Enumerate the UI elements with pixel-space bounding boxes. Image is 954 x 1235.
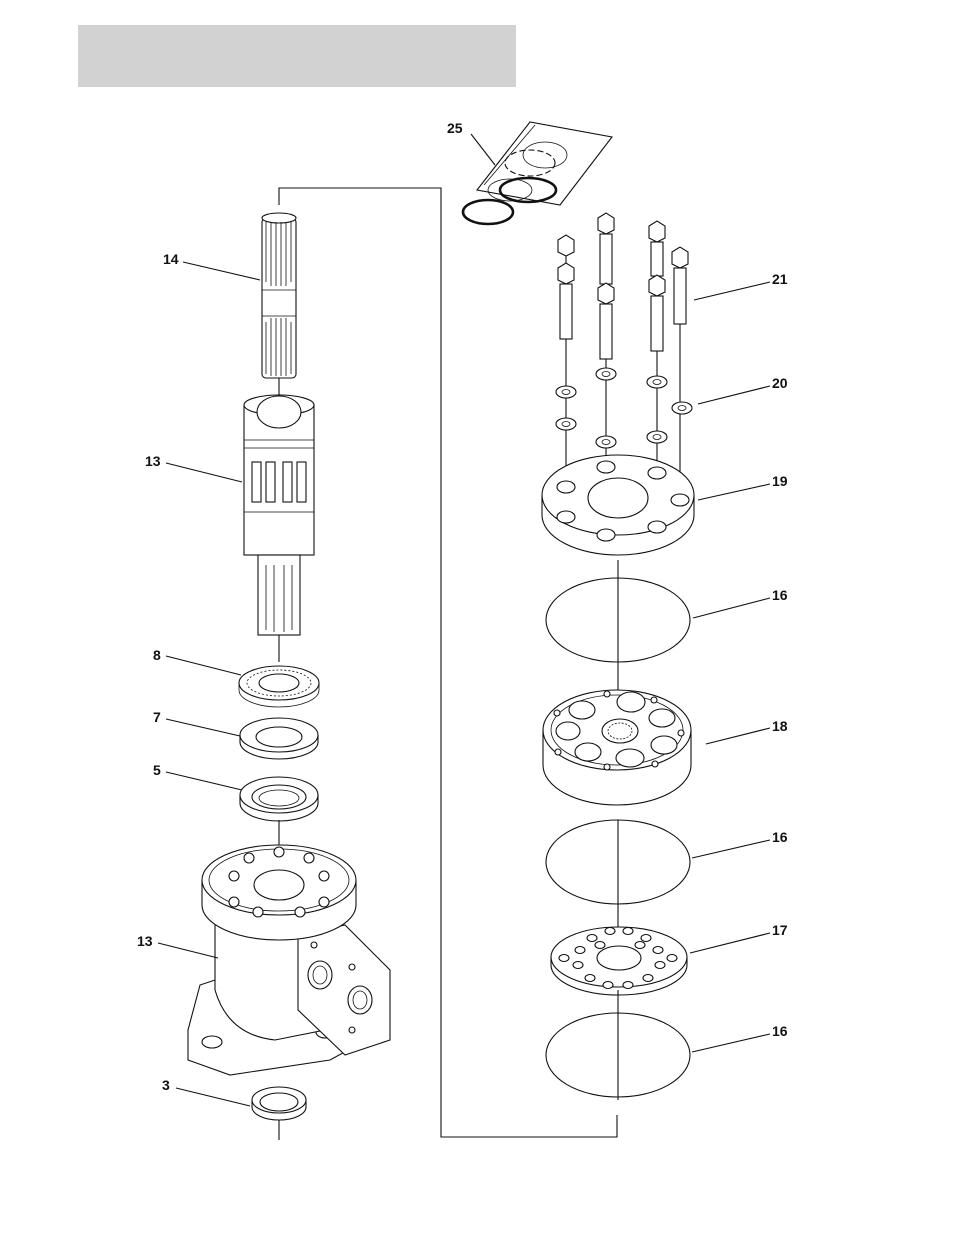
callout-16-middle: 16 <box>772 829 788 845</box>
gerotor-part-18 <box>543 690 691 805</box>
callout-20: 20 <box>772 375 788 391</box>
callout-7: 7 <box>153 709 161 725</box>
drive-shaft-housing-part-13 <box>244 395 314 635</box>
callout-19: 19 <box>772 473 788 489</box>
bolts-part-21 <box>558 213 688 359</box>
callout-16-top: 16 <box>772 587 788 603</box>
callout-5: 5 <box>153 762 161 778</box>
shaft-seal-part-3 <box>252 1087 306 1120</box>
callout-21: 21 <box>772 271 788 287</box>
washer-part-7 <box>240 718 318 759</box>
seal-kit-part-25 <box>463 122 612 224</box>
callout-16-bottom: 16 <box>772 1023 788 1039</box>
seal-part-5 <box>240 777 318 821</box>
callout-3: 3 <box>162 1077 170 1093</box>
callout-18: 18 <box>772 718 788 734</box>
callout-13-upper: 13 <box>145 453 161 469</box>
valve-plate-part-17 <box>551 927 687 995</box>
thrust-bearing-part-8 <box>239 666 319 707</box>
motor-housing-part-13 <box>188 845 390 1075</box>
end-cap-part-19 <box>542 455 694 555</box>
splined-shaft-part-14 <box>262 213 296 378</box>
callout-17: 17 <box>772 922 788 938</box>
callout-13-lower: 13 <box>137 933 153 949</box>
callout-14: 14 <box>163 251 179 267</box>
washers-part-20 <box>556 368 692 448</box>
callout-25: 25 <box>447 120 463 136</box>
callout-8: 8 <box>153 647 161 663</box>
